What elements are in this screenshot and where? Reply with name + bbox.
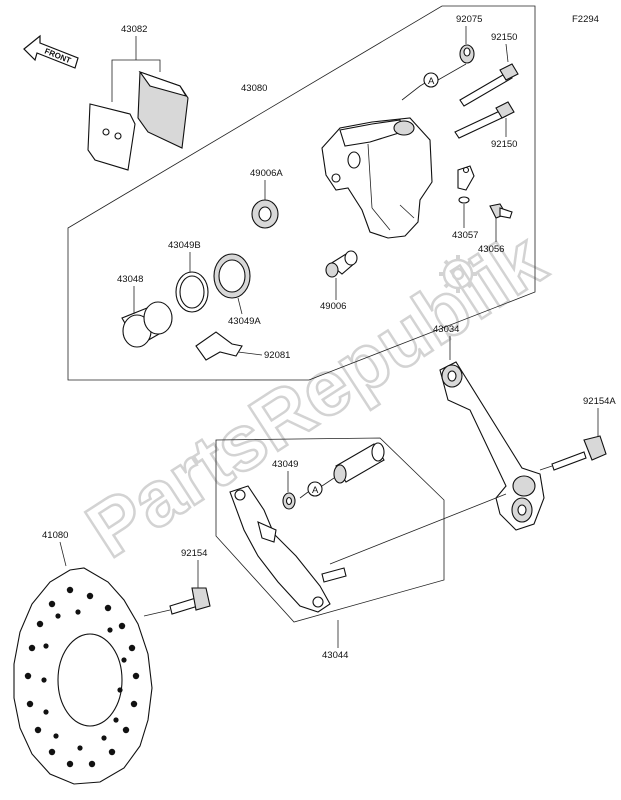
washer-43049[interactable] [282, 492, 296, 510]
caliper-bracket-43044[interactable] [229, 485, 347, 613]
label-49006a: 49006A [250, 168, 283, 179]
label-92154a: 92154A [583, 396, 616, 407]
boot-92075[interactable] [459, 44, 475, 64]
ref-marker-a-upper-label: A [428, 76, 435, 87]
brake-pad-set[interactable] [87, 70, 189, 171]
label-43056: 43056 [478, 244, 504, 255]
label-92075: 92075 [456, 14, 482, 25]
caliper-assembly-frame [67, 5, 536, 381]
bolt-92154a[interactable] [551, 435, 607, 471]
bolt-92154[interactable] [169, 587, 211, 615]
pin-92150-upper[interactable] [459, 63, 519, 107]
label-92154: 92154 [181, 548, 207, 559]
seal-49006[interactable] [325, 250, 358, 278]
seal-49006a[interactable] [251, 199, 279, 229]
label-43080: 43080 [241, 83, 267, 94]
piston-seal-43049a[interactable] [213, 253, 251, 299]
label-43044: 43044 [322, 650, 348, 661]
label-43048: 43048 [117, 274, 143, 285]
bracket-assembly-frame [215, 437, 445, 623]
caliper-body[interactable] [321, 117, 433, 239]
watermark-gear-icon [439, 255, 477, 293]
figure-code: F2294 [572, 14, 599, 25]
label-43057: 43057 [452, 230, 478, 241]
ref-marker-a-upper [423, 72, 439, 88]
label-92081: 92081 [264, 350, 290, 361]
ref-marker-a-lower [307, 481, 323, 497]
label-49006: 49006 [320, 301, 346, 312]
label-92150-lower: 92150 [491, 139, 517, 150]
front-label: FRONT [43, 47, 72, 66]
slide-pin[interactable] [333, 442, 385, 484]
bracket-43057[interactable] [457, 165, 475, 204]
bleeder-43056[interactable] [489, 203, 513, 219]
label-43034: 43034 [433, 324, 459, 335]
label-92150-upper: 92150 [491, 32, 517, 43]
dust-seal-43049b[interactable] [175, 271, 209, 313]
label-41080: 41080 [42, 530, 68, 541]
pin-92150-lower[interactable] [454, 101, 515, 139]
ref-marker-a-lower-label: A [312, 485, 319, 496]
piston-43048[interactable] [121, 301, 173, 348]
front-arrow-icon: FRONT [23, 34, 79, 69]
label-43049b: 43049B [168, 240, 201, 251]
label-43082: 43082 [121, 24, 147, 35]
clip-92081[interactable] [195, 331, 243, 361]
watermark: PartsRepublik [71, 214, 559, 574]
torque-link-43034[interactable] [439, 361, 545, 531]
brake-disc-41080[interactable] [13, 567, 153, 785]
label-43049: 43049 [272, 459, 298, 470]
label-43049a: 43049A [228, 316, 261, 327]
